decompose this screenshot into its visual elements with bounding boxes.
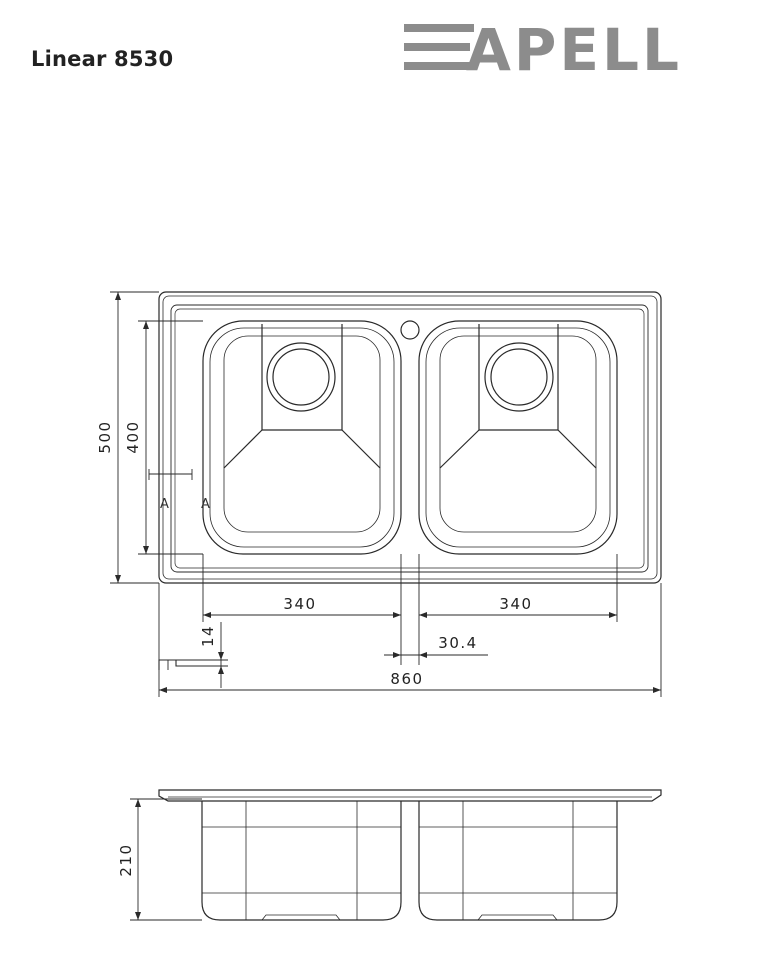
label-30-4: 30.4 <box>438 634 477 652</box>
apell-logo: APELL <box>404 22 682 74</box>
dim-340-right <box>418 554 618 665</box>
label-860: 860 <box>390 670 423 688</box>
label-500: 500 <box>96 420 114 453</box>
dim-210 <box>130 798 202 921</box>
dim-340-left <box>202 554 402 665</box>
logo-text: APELL <box>466 22 682 74</box>
label-400: 400 <box>124 420 142 453</box>
left-drain-inner <box>272 348 330 406</box>
label-210: 210 <box>117 843 135 876</box>
model-title: Linear 8530 <box>31 47 174 71</box>
left-drain-outer <box>266 342 336 412</box>
right-drain-outer <box>484 342 554 412</box>
section-marker <box>148 469 193 480</box>
left-bowl <box>202 320 402 555</box>
section-label-left: A <box>160 497 169 512</box>
sink-side-view <box>130 789 662 921</box>
section-label-right: A <box>201 497 210 512</box>
dim-400 <box>138 320 203 555</box>
right-bowl <box>418 320 618 555</box>
dim-14 <box>158 622 228 688</box>
label-340-right: 340 <box>499 595 532 613</box>
label-340-left: 340 <box>283 595 316 613</box>
right-drain-inner <box>490 348 548 406</box>
tap-hole <box>400 320 420 340</box>
dim-500 <box>110 291 159 584</box>
sink-top-view <box>158 291 662 584</box>
label-14: 14 <box>199 625 217 647</box>
dim-860 <box>158 583 662 697</box>
